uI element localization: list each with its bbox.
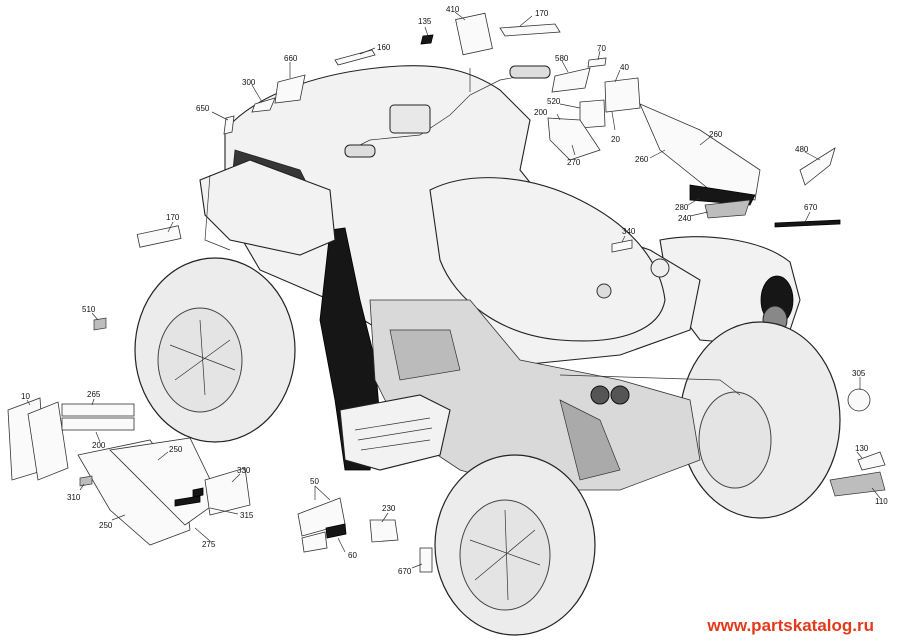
callout-270: 270 xyxy=(567,158,581,167)
watermark-url[interactable]: www.partskatalog.ru xyxy=(707,616,874,635)
callout-305: 305 xyxy=(852,369,866,378)
callout-230: 230 xyxy=(382,504,396,513)
callout-260-left: 260 xyxy=(635,155,649,164)
callout-580: 580 xyxy=(555,54,569,63)
callout-160: 160 xyxy=(377,43,391,52)
callout-510: 510 xyxy=(82,305,96,314)
callout-300: 300 xyxy=(242,78,256,87)
callout-480: 480 xyxy=(795,145,809,154)
callout-260-right: 260 xyxy=(709,130,723,139)
callout-520: 520 xyxy=(547,97,561,106)
callout-330: 330 xyxy=(237,466,251,475)
callout-315: 315 xyxy=(240,511,254,520)
callout-40: 40 xyxy=(620,63,629,72)
callout-130: 130 xyxy=(855,444,869,453)
callout-170-left: 170 xyxy=(166,213,180,222)
callout-660: 660 xyxy=(284,54,298,63)
callout-275: 275 xyxy=(202,540,216,549)
callout-240: 240 xyxy=(678,214,692,223)
callout-110: 110 xyxy=(875,497,888,506)
callout-200-top: 200 xyxy=(534,108,548,117)
callout-280: 280 xyxy=(675,203,689,212)
callout-200-left: 200 xyxy=(92,441,106,450)
callout-340: 340 xyxy=(622,227,636,236)
callout-20: 20 xyxy=(611,135,620,144)
callout-50: 50 xyxy=(310,477,319,486)
callout-310: 310 xyxy=(67,493,81,502)
callout-60: 60 xyxy=(348,551,357,560)
callout-70: 70 xyxy=(597,44,606,53)
callout-670-right: 670 xyxy=(804,203,818,212)
callout-170-top: 170 xyxy=(535,9,549,18)
callout-670-bottom: 670 xyxy=(398,567,412,576)
callout-250-bottom: 250 xyxy=(99,521,113,530)
callout-10: 10 xyxy=(21,392,30,401)
callout-135: 135 xyxy=(418,17,432,26)
callout-410: 410 xyxy=(446,5,460,14)
callout-650: 650 xyxy=(196,104,210,113)
callout-265: 265 xyxy=(87,390,101,399)
callout-250-top: 250 xyxy=(169,445,183,454)
